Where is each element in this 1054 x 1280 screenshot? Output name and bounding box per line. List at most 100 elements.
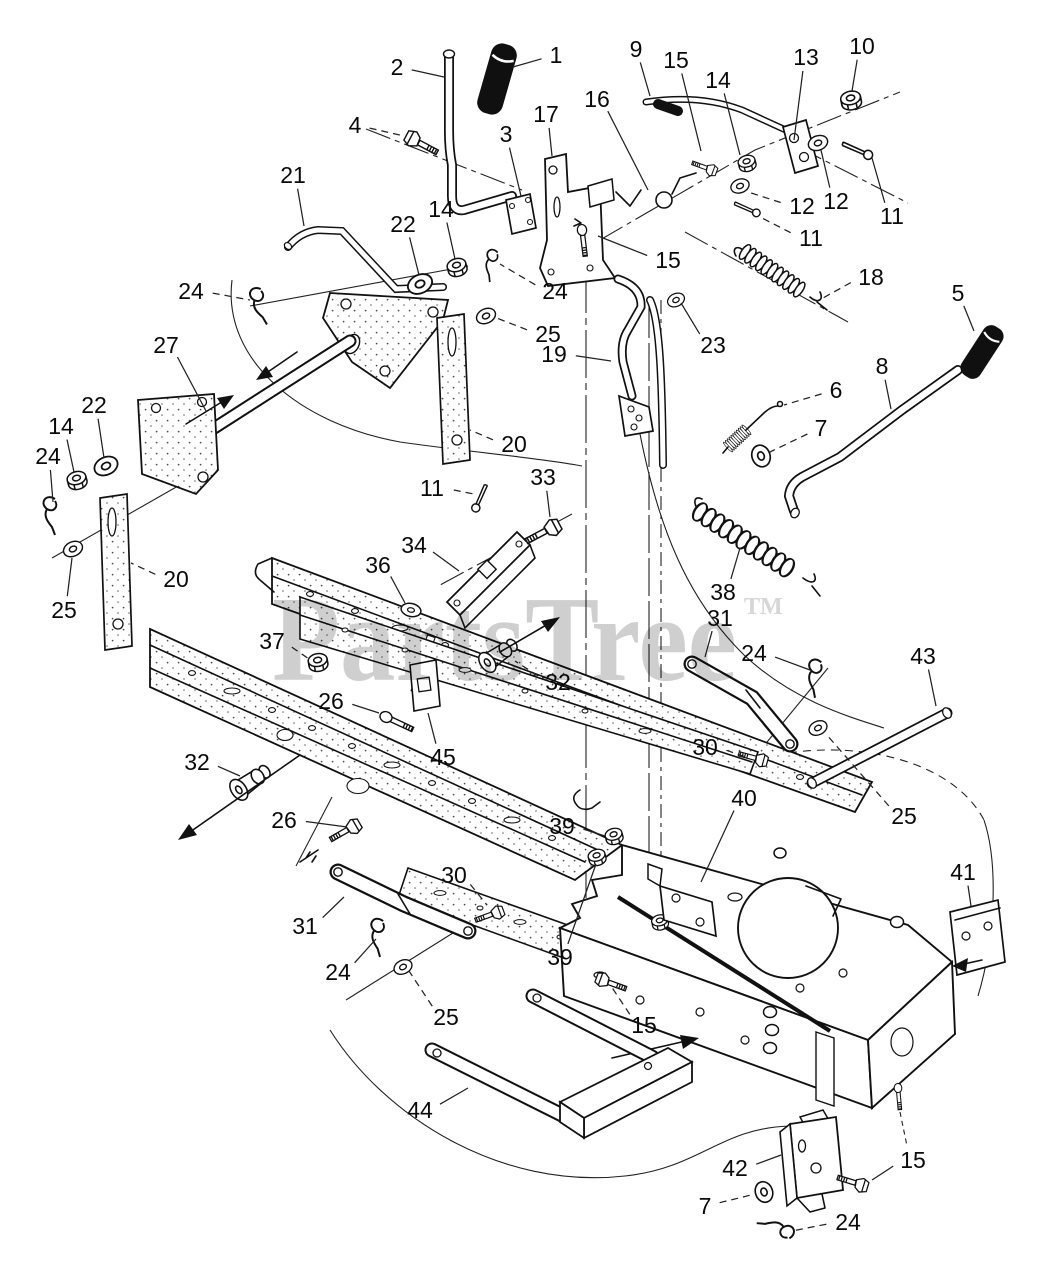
leader-line-11 (871, 157, 886, 203)
leader-line-24 (499, 263, 536, 286)
mid-frame-channel (299, 595, 760, 775)
callout-31: 31 (292, 913, 318, 939)
callout-23: 23 (700, 332, 726, 358)
rear-frame-box (557, 789, 1006, 1111)
callout-15: 15 (631, 1012, 657, 1038)
leader-line-24 (791, 1223, 827, 1232)
leader-line-25 (825, 733, 890, 807)
leader-line-38 (730, 547, 741, 580)
stud-threads (299, 849, 319, 863)
cotter-pin-11 (839, 141, 875, 162)
idler-arm-left-31 (329, 863, 477, 940)
hairpin-clip-24 (755, 1211, 797, 1242)
hairpin-clip-24 (248, 285, 270, 328)
callout-30: 30 (692, 734, 718, 760)
washer-36 (400, 602, 422, 618)
leader-line-39 (567, 863, 597, 945)
leader-line-22 (408, 237, 420, 276)
leader-line-9 (639, 62, 651, 97)
hook-clip-on-rail (572, 789, 601, 811)
callout-14: 14 (428, 196, 454, 222)
leader-line-17 (548, 127, 553, 157)
leader-line-12 (747, 191, 781, 204)
leader-line-15 (681, 73, 702, 152)
callout-36: 36 (365, 552, 391, 578)
lift-bracket-40 (647, 862, 717, 938)
spring-18 (733, 242, 828, 311)
arrow-icon (680, 1035, 699, 1049)
callout-18: 18 (858, 264, 884, 290)
leader-line-33 (546, 490, 551, 518)
callout-15: 15 (900, 1147, 926, 1173)
bushing-32 (225, 758, 276, 805)
arrow-icon (541, 617, 560, 632)
callout-15: 15 (663, 47, 689, 73)
callout-20: 20 (163, 566, 189, 592)
center-hardware (178, 482, 565, 863)
callout-24: 24 (325, 959, 351, 985)
leader-line-3 (508, 147, 522, 197)
bracket-42-group (751, 1109, 871, 1242)
spring-38 (688, 497, 821, 597)
leader-line-11 (759, 216, 791, 234)
callout-20: 20 (501, 431, 527, 457)
hairpin-clip-24 (42, 496, 58, 536)
leader-line-15 (597, 235, 648, 257)
leader-line-39 (583, 828, 606, 837)
leader-line-11 (453, 489, 475, 495)
callout-45: 45 (430, 744, 456, 770)
callout-43: 43 (910, 643, 936, 669)
callout-24: 24 (35, 443, 61, 469)
leader-line-41 (967, 885, 972, 907)
grip-1 (477, 43, 517, 115)
flange-nut-14 (64, 468, 90, 493)
leader-line-8 (884, 379, 892, 410)
bracket-17 (539, 152, 617, 287)
watermark: PartsTree TM (272, 572, 783, 707)
callout-16: 16 (584, 86, 610, 112)
arrow-icon (256, 366, 273, 380)
bolt-4 (401, 127, 442, 160)
callout-25: 25 (51, 597, 77, 623)
callout-22: 22 (390, 211, 416, 237)
direction-arrows (185, 351, 298, 425)
washer-7 (751, 1178, 777, 1206)
support-bracket-41 (949, 898, 1006, 977)
leader-line-42 (755, 1154, 782, 1165)
leader-line-32 (217, 765, 241, 777)
leader-line-22 (97, 418, 105, 459)
washer-25 (805, 717, 831, 739)
callout-24: 24 (542, 278, 568, 304)
lift-rod-43 (806, 707, 953, 789)
callout-37: 37 (259, 628, 285, 654)
leader-line-30 (726, 749, 747, 758)
shift-lever-group (401, 43, 537, 236)
pivot-plate-lower-27 (137, 393, 219, 496)
leader-line-7 (769, 433, 808, 453)
carriage-bolt-26 (377, 708, 416, 735)
frame-strap (815, 1031, 835, 1107)
u-bracket-44 (424, 988, 694, 1140)
leader-line-31 (704, 630, 713, 658)
callout-14: 14 (48, 413, 74, 439)
callout-25: 25 (891, 803, 917, 829)
washer-12 (728, 175, 752, 197)
leader-line-43 (927, 669, 937, 707)
hairpin-clip-24 (367, 917, 386, 959)
flange-nut-14 (736, 152, 759, 175)
hairpin-clip-24 (479, 247, 501, 284)
leader-line-14 (446, 222, 456, 260)
leader-line-24 (49, 469, 54, 503)
callout-2: 2 (391, 54, 404, 80)
leader-line-14 (723, 93, 741, 156)
leader-line-31 (322, 896, 345, 919)
wire-link-16 (615, 172, 697, 209)
callout-14: 14 (705, 67, 731, 93)
leader-line-37 (291, 646, 310, 660)
carriage-bolt-heads (762, 847, 905, 1055)
arrow-icon (952, 958, 968, 972)
leader-line-26 (305, 820, 348, 828)
callout-4: 4 (349, 112, 362, 138)
callout-44: 44 (407, 1097, 433, 1123)
engine-mount-hole (737, 877, 839, 979)
